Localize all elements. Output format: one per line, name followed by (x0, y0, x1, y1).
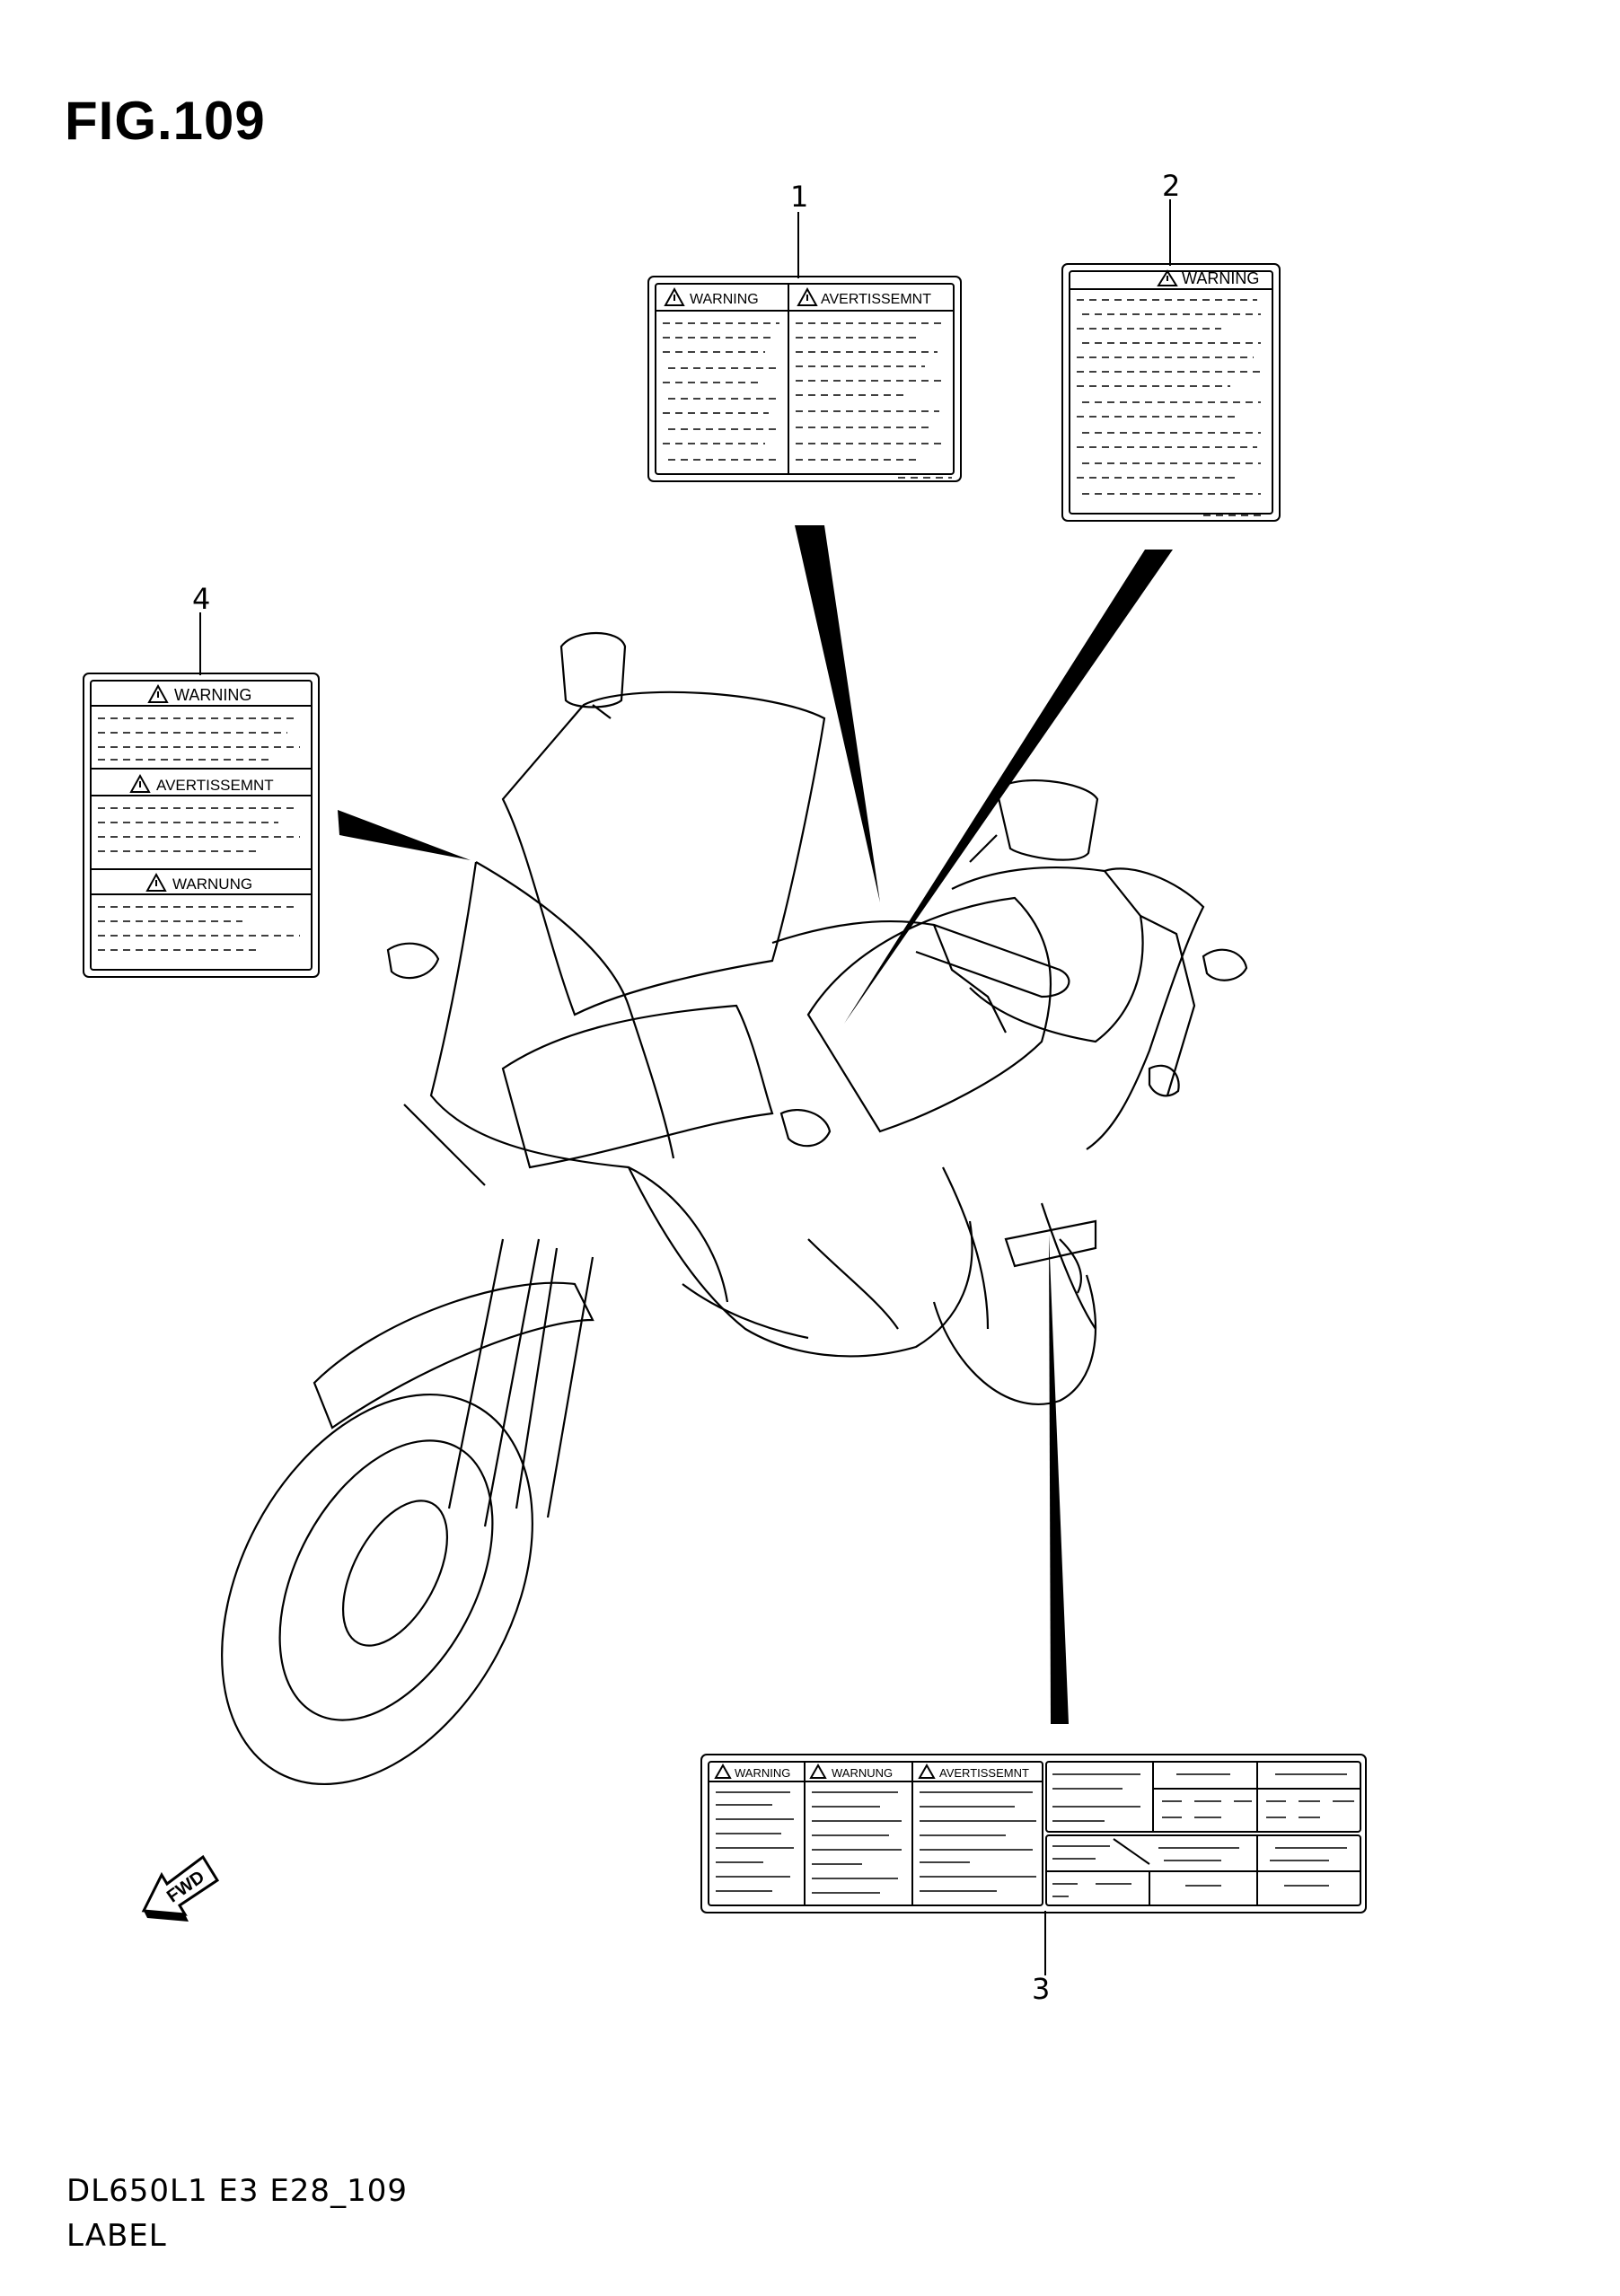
label1-heading-warning: WARNING (690, 292, 759, 307)
warning-triangle-icon (809, 1763, 827, 1779)
label2-heading-warning: WARNING (1182, 269, 1259, 287)
figure-title: FIG.109 (65, 91, 266, 151)
callout-number-1: 1 (790, 180, 809, 214)
leader-label-3 (1049, 1235, 1069, 1724)
label3-heading-avertissement: AVERTISSEMNT (939, 1766, 1029, 1780)
warning-triangle-icon (714, 1763, 732, 1779)
warning-triangle-icon (147, 683, 169, 703)
leader-label-2 (844, 550, 1173, 1024)
leader-label-4 (338, 810, 471, 860)
label4-heading-warnung: WARNUNG (172, 875, 252, 893)
label4-heading-avertissement: AVERTISSEMNT (156, 777, 274, 794)
label-2 (1061, 199, 1281, 522)
label1-heading-avertissement: AVERTISSEMNT (821, 292, 931, 307)
diagram-caption: LABEL (66, 2218, 167, 2254)
leader-lines (338, 525, 1173, 1724)
leader-label-1 (795, 525, 880, 902)
label3-heading-warnung: WARNUNG (832, 1766, 893, 1780)
callout-number-4: 4 (192, 582, 211, 616)
fwd-arrow-icon: FWD (141, 1854, 220, 1922)
label4-heading-warning: WARNING (174, 686, 251, 704)
warning-triangle-icon (145, 872, 167, 892)
callout-number-3: 3 (1032, 1972, 1051, 2006)
warning-triangle-icon (664, 286, 685, 306)
motorcycle-outline (221, 631, 1248, 1786)
label-3 (700, 1754, 1367, 1975)
warning-triangle-icon (1157, 269, 1178, 286)
label-1 (647, 212, 962, 482)
label3-heading-warning: WARNING (735, 1766, 790, 1780)
warning-triangle-icon (918, 1763, 936, 1779)
warning-triangle-icon (129, 773, 151, 793)
callout-number-2: 2 (1162, 169, 1181, 203)
label-4 (83, 612, 320, 978)
warning-triangle-icon (797, 286, 818, 306)
model-code: DL650L1 E3 E28_109 (66, 2173, 408, 2209)
